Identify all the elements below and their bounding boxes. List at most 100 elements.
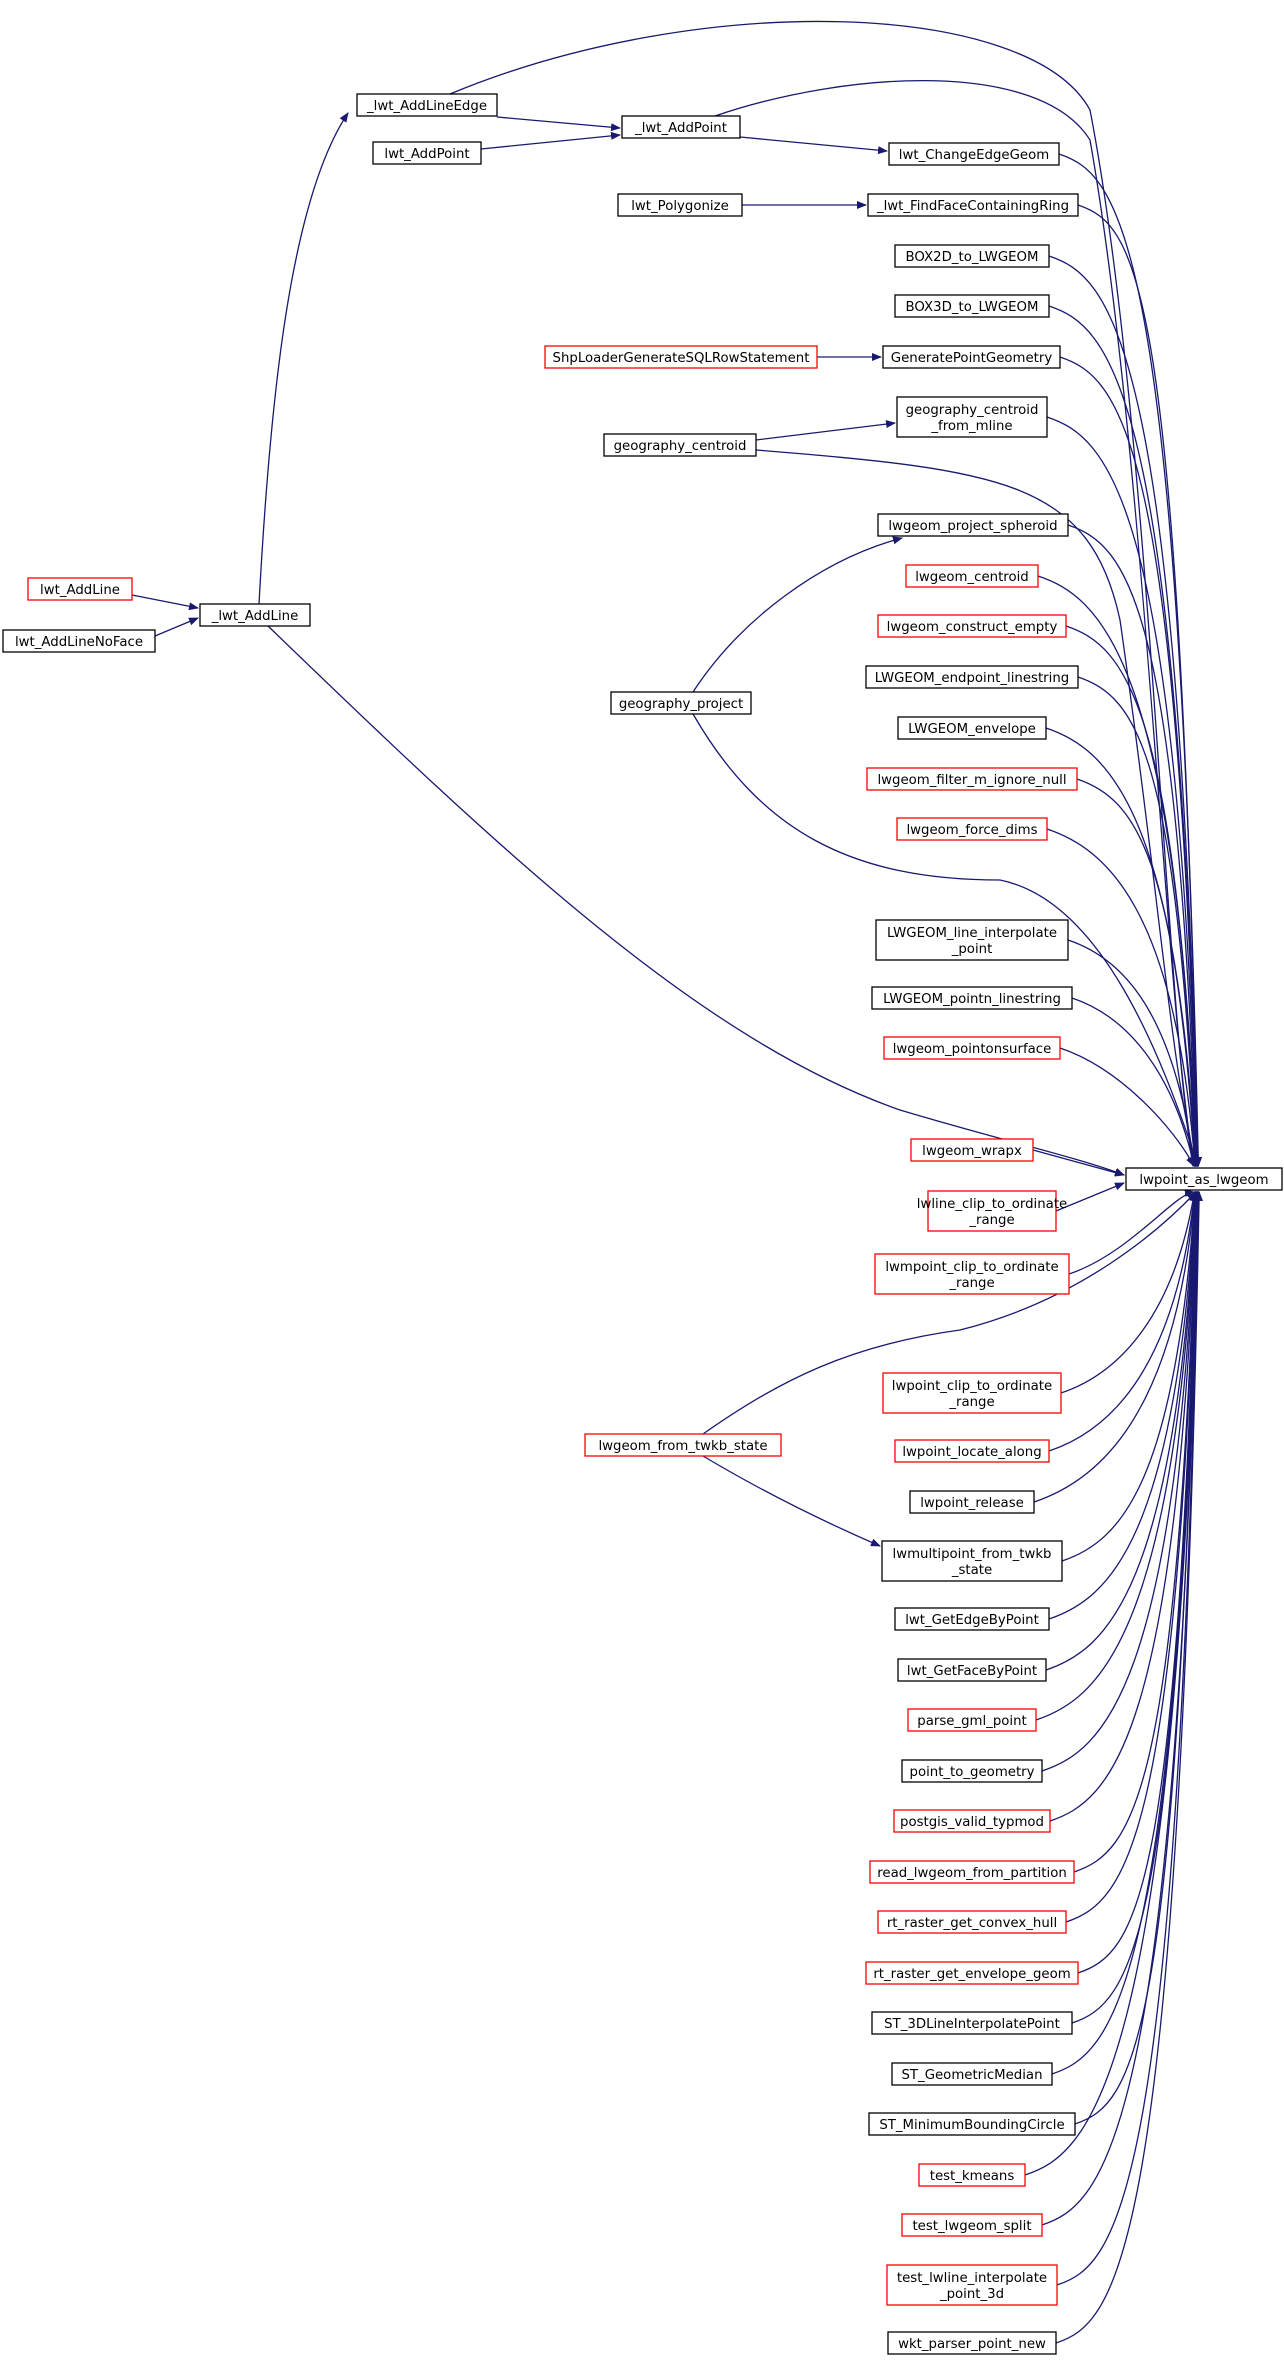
node-LWGEOM_envelope[interactable]: LWGEOM_envelope — [897, 716, 1047, 740]
node-lwgeom_wrapx[interactable]: lwgeom_wrapx — [910, 1138, 1034, 1162]
node-lwgeom_from_twkb_state[interactable]: lwgeom_from_twkb_state — [584, 1433, 782, 1457]
edge-GeneratePointGeometry-to-lwpoint_as_lwgeom — [1059, 356, 1202, 1167]
node-label: point_to_geometry — [910, 1765, 1035, 1780]
node-lwline_clip_to_ordinate_range[interactable]: lwline_clip_to_ordinate_range — [917, 1190, 1067, 1232]
edge-lwt_ChangeEdgeGeom-to-lwpoint_as_lwgeom — [1058, 153, 1203, 1167]
node-geography_centroid[interactable]: geography_centroid — [603, 433, 757, 457]
node-read_lwgeom_from_partition[interactable]: read_lwgeom_from_partition — [869, 1860, 1075, 1884]
node-lwt_AddPoint_u[interactable]: _lwt_AddPoint — [621, 115, 741, 139]
node-lwpoint_release[interactable]: lwpoint_release — [909, 1490, 1035, 1514]
node-label: lwpoint_as_lwgeom — [1139, 1173, 1268, 1188]
nodes-layer: lwpoint_as_lwgeom _lwt_AddLineEdge _lwt_Ad… — [2, 93, 1283, 2355]
node-box — [887, 2331, 1057, 2355]
node-lwgeom_construct_empty[interactable]: lwgeom_construct_empty — [877, 614, 1067, 638]
node-lwpoint_clip_to_ordinate_range[interactable]: lwpoint_clip_to_ordinate_range — [882, 1372, 1062, 1414]
edge-lwgeom_force_dims-to-lwpoint_as_lwgeom — [1046, 828, 1199, 1167]
node-test_lwgeom_split[interactable]: test_lwgeom_split — [901, 2213, 1043, 2237]
edge-point_to_geometry-to-lwpoint_as_lwgeom — [1041, 1191, 1200, 1772]
node-lwt_AddLine_u[interactable]: _lwt_AddLine — [199, 603, 311, 627]
node-box — [871, 2011, 1073, 2035]
node-lwt_AddLineEdge[interactable]: _lwt_AddLineEdge — [356, 93, 498, 117]
node-geography_centroid_from_mline[interactable]: geography_centroid_from_mline — [896, 396, 1048, 438]
node-box — [875, 919, 1069, 961]
node-label: LWGEOM_endpoint_linestring — [875, 671, 1069, 686]
node-test_kmeans[interactable]: test_kmeans — [918, 2163, 1026, 2187]
node-lwt_GetEdgeByPoint[interactable]: lwt_GetEdgeByPoint — [894, 1607, 1050, 1631]
node-box — [881, 1540, 1063, 1582]
node-wkt_parser_point_new[interactable]: wkt_parser_point_new — [887, 2331, 1057, 2355]
node-box — [868, 2112, 1076, 2136]
node-BOX3D_to_LWGEOM[interactable]: BOX3D_to_LWGEOM — [894, 294, 1050, 318]
node-label: ST_MinimumBoundingCircle — [879, 2118, 1064, 2133]
edge-ST_GeometricMedian-to-lwpoint_as_lwgeom — [1051, 1191, 1202, 2075]
node-lwmpoint_clip_to_ordinate_range[interactable]: lwmpoint_clip_to_ordinate_range — [874, 1253, 1070, 1295]
node-ST_GeometricMedian[interactable]: ST_GeometricMedian — [891, 2062, 1053, 2086]
node-BOX2D_to_LWGEOM[interactable]: BOX2D_to_LWGEOM — [894, 244, 1050, 268]
node-geography_project[interactable]: geography_project — [610, 691, 752, 715]
edge-lwgeom_project_spheroid-to-lwpoint_as_lwgeom — [1067, 524, 1201, 1167]
node-label: lwgeom_from_twkb_state — [598, 1439, 767, 1454]
node-lwgeom_filter_m_ignore_null[interactable]: lwgeom_filter_m_ignore_null — [866, 767, 1078, 791]
edge-lwt_GetFaceByPoint-to-lwpoint_as_lwgeom — [1045, 1191, 1200, 1671]
node-LWGEOM_pointn_linestring[interactable]: LWGEOM_pointn_linestring — [871, 986, 1073, 1010]
node-lwgeom_project_spheroid[interactable]: lwgeom_project_spheroid — [877, 513, 1069, 537]
node-ShpLoaderGenerateSQLRowStatement[interactable]: ShpLoaderGenerateSQLRowStatement — [544, 345, 818, 369]
node-lwt_AddLineNoFace[interactable]: lwt_AddLineNoFace — [2, 629, 156, 653]
node-lwmultipoint_from_twkb_state[interactable]: lwmultipoint_from_twkb_state — [881, 1540, 1063, 1582]
node-lwgeom_force_dims[interactable]: lwgeom_force_dims — [896, 817, 1048, 841]
node-lwt_FindFaceContainingRing[interactable]: _lwt_FindFaceContainingRing — [867, 193, 1079, 217]
node-lwt_GetFaceByPoint[interactable]: lwt_GetFaceByPoint — [897, 1658, 1047, 1682]
node-rt_raster_get_envelope_geom[interactable]: rt_raster_get_envelope_geom — [865, 1961, 1079, 1985]
edge-geography_centroid-to-lwpoint_as_lwgeom — [755, 449, 1198, 1167]
node-ST_3DLineInterpolatePoint[interactable]: ST_3DLineInterpolatePoint — [871, 2011, 1073, 2035]
node-box — [905, 564, 1039, 588]
node-lwt_Polygonize[interactable]: lwt_Polygonize — [617, 193, 743, 217]
node-lwt_ChangeEdgeGeom[interactable]: lwt_ChangeEdgeGeom — [888, 142, 1060, 166]
node-box — [897, 1658, 1047, 1682]
node-lwt_AddLine_red[interactable]: lwt_AddLine — [27, 577, 133, 601]
node-box — [372, 141, 482, 165]
node-LWGEOM_endpoint_linestring[interactable]: LWGEOM_endpoint_linestring — [865, 665, 1079, 689]
node-parse_gml_point[interactable]: parse_gml_point — [907, 1708, 1037, 1732]
node-point_to_geometry[interactable]: point_to_geometry — [901, 1759, 1043, 1783]
node-postgis_valid_typmod[interactable]: postgis_valid_typmod — [893, 1809, 1051, 1833]
node-box — [888, 142, 1060, 166]
node-label: lwgeom_pointonsurface — [893, 1042, 1052, 1057]
node-box — [877, 513, 1069, 537]
node-label: lwgeom_force_dims — [906, 823, 1037, 838]
node-lwt_AddPoint[interactable]: lwt_AddPoint — [372, 141, 482, 165]
edge-LWGEOM_endpoint_linestring-to-lwpoint_as_lwgeom — [1077, 676, 1200, 1167]
edge-BOX3D_to_LWGEOM-to-lwpoint_as_lwgeom — [1048, 305, 1202, 1167]
node-box — [894, 1607, 1050, 1631]
node-box — [891, 2062, 1053, 2086]
node-GeneratePointGeometry[interactable]: GeneratePointGeometry — [882, 345, 1061, 369]
node-label: lwt_AddLineNoFace — [15, 635, 143, 650]
node-box — [877, 614, 1067, 638]
node-lwpoint_as_lwgeom[interactable]: lwpoint_as_lwgeom — [1125, 1167, 1283, 1191]
node-test_lwline_interpolate_point_3d[interactable]: test_lwline_interpolate_point_3d — [886, 2264, 1058, 2306]
node-label: wkt_parser_point_new — [898, 2337, 1046, 2352]
node-box — [865, 1961, 1079, 1985]
node-label: geography_project — [619, 697, 743, 712]
node-LWGEOM_line_interpolate_point[interactable]: LWGEOM_line_interpolate_point — [875, 919, 1069, 961]
node-lwpoint_locate_along[interactable]: lwpoint_locate_along — [894, 1439, 1050, 1463]
node-label: lwt_AddPoint — [384, 147, 469, 162]
node-box — [896, 396, 1048, 438]
node-box — [869, 1860, 1075, 1884]
node-lwgeom_pointonsurface[interactable]: lwgeom_pointonsurface — [883, 1036, 1061, 1060]
node-rt_raster_get_convex_hull[interactable]: rt_raster_get_convex_hull — [877, 1910, 1067, 1934]
edge-geography_centroid-to-geography_centroid_from_mline — [755, 420, 896, 441]
edge-postgis_valid_typmod-to-lwpoint_as_lwgeom — [1049, 1191, 1201, 1822]
node-box — [918, 2163, 1026, 2187]
node-ST_MinimumBoundingCircle[interactable]: ST_MinimumBoundingCircle — [868, 2112, 1076, 2136]
node-lwgeom_centroid[interactable]: lwgeom_centroid — [905, 564, 1039, 588]
edge-lwt_GetEdgeByPoint-to-lwpoint_as_lwgeom — [1048, 1191, 1200, 1620]
node-label: _from_mline — [930, 419, 1012, 434]
edge-lwt_AddLine_u-to-lwpoint_as_lwgeom — [267, 625, 1125, 1176]
edge-parse_gml_point-to-lwpoint_as_lwgeom — [1035, 1191, 1200, 1721]
node-label: lwgeom_project_spheroid — [888, 519, 1057, 534]
edge-lwt_FindFaceContainingRing-to-lwpoint_as_lwgeom — [1077, 204, 1202, 1167]
node-label: lwt_GetEdgeByPoint — [905, 1613, 1039, 1628]
edge-test_kmeans-to-lwpoint_as_lwgeom — [1024, 1191, 1203, 2176]
edge-lwmpoint_clip_to_ordinate_range-to-lwpoint_as_lwgeom — [1068, 1188, 1195, 1275]
